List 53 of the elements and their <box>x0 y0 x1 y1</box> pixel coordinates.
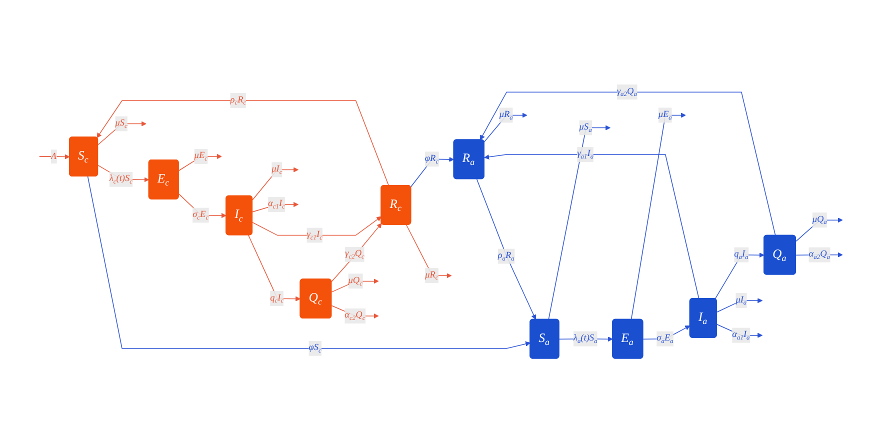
arrow <box>39 154 70 160</box>
arrow <box>252 167 299 200</box>
edge-label: α$_{a1}$I$_{a}$ <box>732 330 750 342</box>
arrow <box>406 224 452 278</box>
edge-label: μQ$_{c}$ <box>348 275 362 288</box>
edge-label: σ$_{a}$E$_{a}$ <box>656 332 674 345</box>
arrow <box>98 121 146 146</box>
arrow <box>331 305 379 319</box>
arrow <box>252 216 382 236</box>
arrow <box>484 154 700 299</box>
arrow <box>410 156 454 188</box>
edge-label: λ$_{a}$(t)S$_{a}$ <box>573 332 598 345</box>
edge-label: α$_{c1}$I$_{c}$ <box>268 198 286 210</box>
edge-label: σ$_{c}$E$_{c}$ <box>192 209 209 222</box>
arrow <box>178 194 226 218</box>
edge-label: α$_{c2}$Q$_{c}$ <box>344 310 366 322</box>
edge-label: μI$_{a}$ <box>736 294 747 306</box>
edge-label: γ$_{c1}$I$_{c}$ <box>306 229 322 242</box>
edge-label: Λ <box>50 151 57 162</box>
edge-label: φR$_{c}$ <box>424 153 439 166</box>
arrow <box>642 325 690 340</box>
arrow <box>96 100 390 186</box>
arrow <box>331 278 379 292</box>
edge-label: q$_{a}$I$_{a}$ <box>734 249 748 261</box>
arrow <box>87 176 530 349</box>
edge-label: μR$_{a}$ <box>499 109 513 122</box>
edge-label: φS$_{c}$ <box>308 342 322 354</box>
edge-label: μE$_{a}$ <box>658 109 672 122</box>
arrow <box>178 154 222 171</box>
arrow <box>630 112 686 320</box>
edge-label: μI$_{c}$ <box>272 164 282 176</box>
edge-label: μQ$_{a}$ <box>812 214 827 226</box>
arrow <box>548 125 610 320</box>
arrow <box>248 234 301 302</box>
arrow <box>484 112 528 142</box>
edge-label: γ$_{a2}$Q$_{a}$ <box>616 86 637 98</box>
edge-label: μS$_{c}$ <box>115 118 128 130</box>
arrow <box>714 252 764 300</box>
arrow <box>716 324 763 338</box>
edge-label: γ$_{a1}$I$_{a}$ <box>577 148 594 160</box>
edge-label: μS$_{a}$ <box>579 122 592 134</box>
edge-label: ρ$_{c}$R$_{c}$ <box>230 94 246 106</box>
edge-label: μE$_{c}$ <box>194 150 208 162</box>
edge-label: λ$_{c}$(t)S$_{c}$ <box>109 174 133 186</box>
arrow <box>796 218 843 242</box>
edge-label: γ$_{c2}$Q$_{c}$ <box>345 248 364 260</box>
arrow <box>480 92 776 236</box>
edge-label: α$_{a2}$Q$_{a}$ <box>808 249 830 261</box>
arrow <box>331 223 382 282</box>
arrow <box>476 178 536 320</box>
edge-label: q$_{c}$I$_{c}$ <box>270 292 284 304</box>
edge-label: ρ$_{a}$R$_{a}$ <box>498 250 514 262</box>
edge-label: μR$_{c}$ <box>425 270 438 282</box>
